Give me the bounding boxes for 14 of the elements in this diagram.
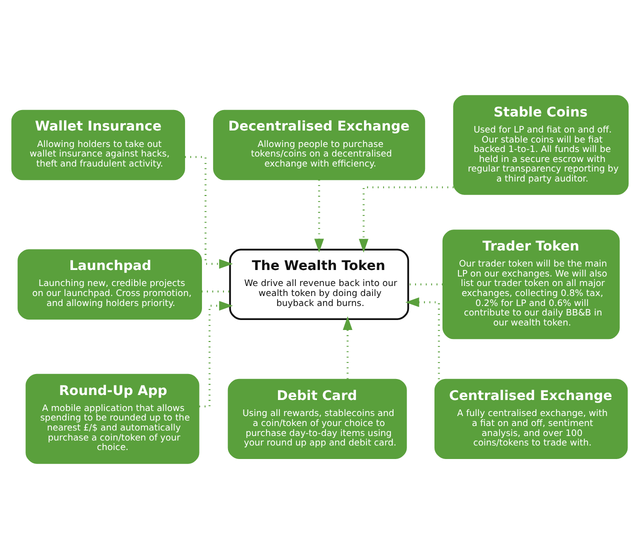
node-box: Trader Token Our trader token will be the main LP on our exchanges. We will also list our trader token on all major exchanges, collecting 0.8% tax, 0.2% for LP and 0.6% will contribute to our daily BB&B in our wealth token. [442,229,620,339]
node-box: Decentralised Exchange Allowing people to purchase tokens/coins on a decentralised exchange with efficiency. [213,109,426,180]
arrow [358,186,454,252]
node-box: Debit Card Using all rewards, stablecoins and a coin/token of your choice to purchase day-to-day items using your round up app and debit card. [228,378,407,458]
arrow [342,316,352,378]
node-box: The Wealth Token We drive all revenue back into our wealth token by doing daily buyback and burns. [229,248,410,320]
node-box: Stable Coins Used for LP and fiat on and off. Our stable coins will be fiat backed 1-to-1. All funds will be held in a secure escrow with regular transparency reporting by a third party auditor. [453,94,629,194]
node-box: Wallet Insurance Allowing holders to take out wallet insurance against hacks, theft and fraudulent activity. [11,109,186,180]
node-box: Launchpad Launching new, credible projects on our launchpad. Cross promotion, and allowing holders priority. [18,248,202,320]
arrow [184,156,233,268]
node-box: Round-Up App A mobile application that allows spending to be rounded up to the nearest £/$ and automatically purchase a coin/token of your choice. [26,373,200,464]
node-box: Centralised Exchange A fully centralised exchange, with a fiat on and off, sentiment analysis, and over 100 coins/tokens to trade with. [434,378,628,458]
arrow [314,179,324,252]
arrow [405,296,440,379]
